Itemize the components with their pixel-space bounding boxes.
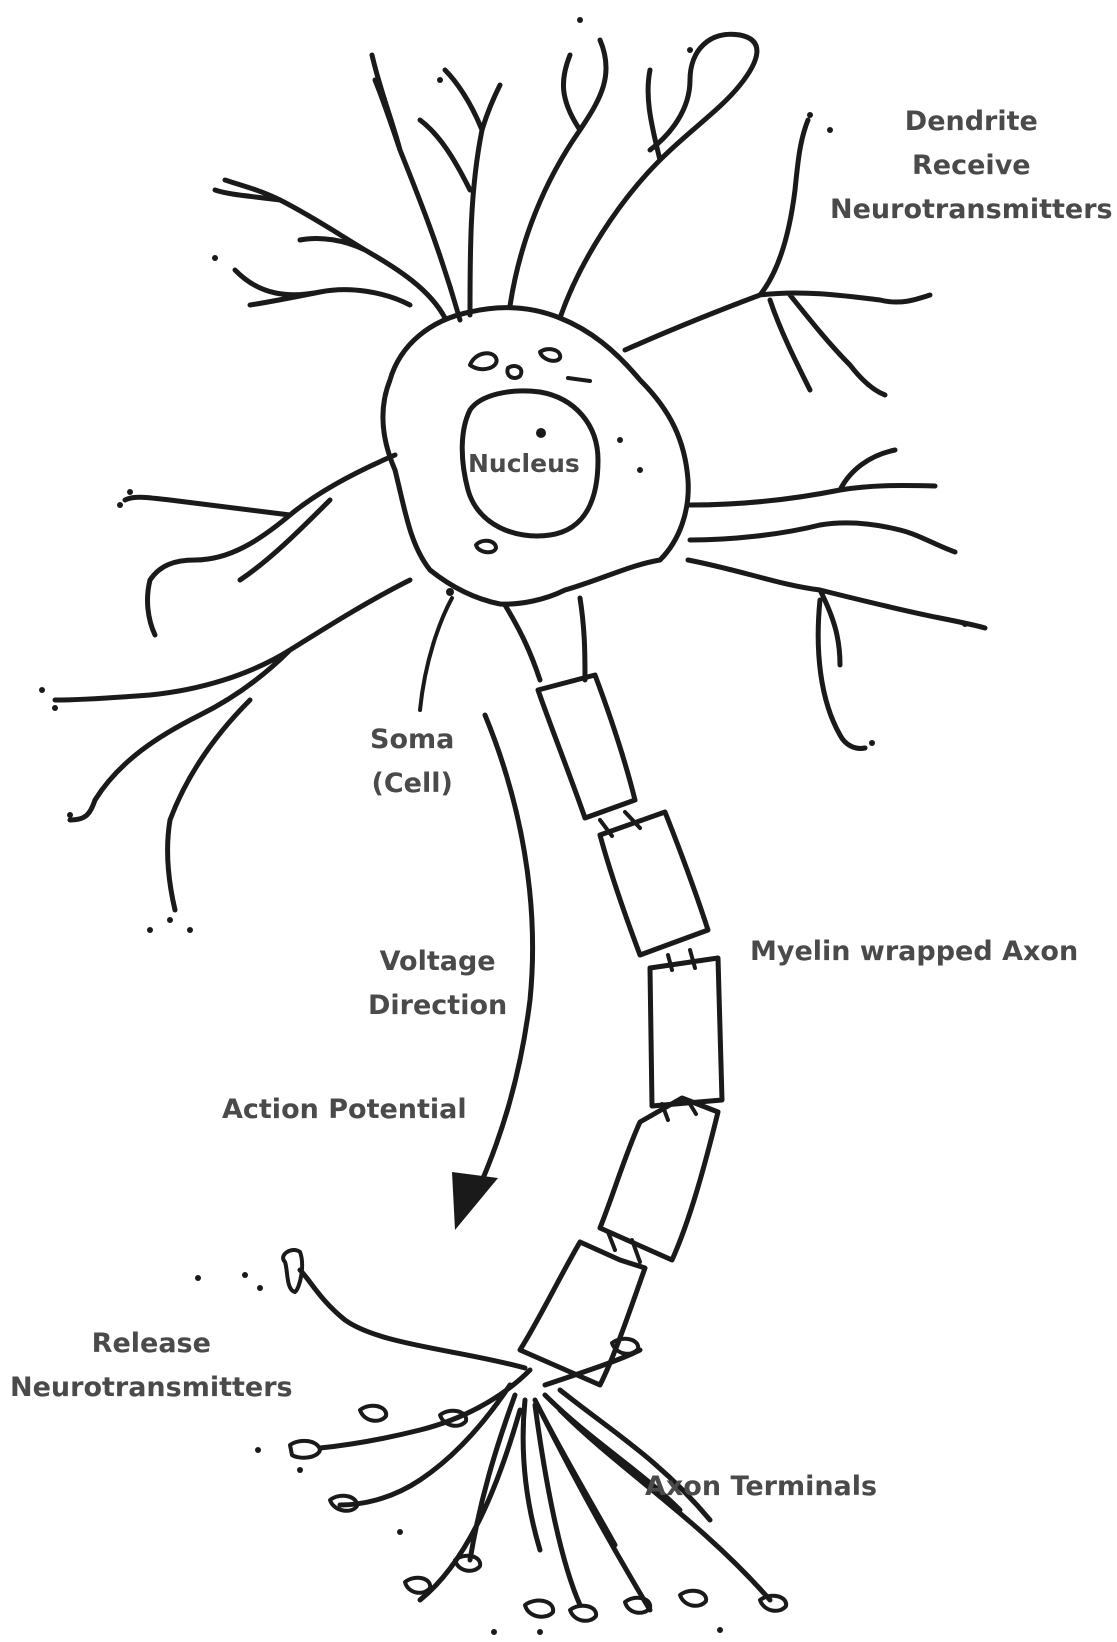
- axon-terminal-bouton-13: [360, 1406, 386, 1421]
- organelle-3: [540, 349, 560, 361]
- myelin-segment-5: [520, 1242, 645, 1385]
- soma-label: Soma (Cell): [370, 718, 454, 806]
- organelle-1: [470, 353, 497, 369]
- axon-hillock: [505, 598, 585, 680]
- myelin-label: Myelin wrapped Axon: [750, 930, 1078, 974]
- dendrite-top-left-2: [372, 55, 500, 320]
- organelle-6: [446, 588, 454, 596]
- release-label-line-2: Neurotransmitters: [10, 1366, 293, 1410]
- release-label-line-1: Release: [10, 1322, 293, 1366]
- nucleus-label: Nucleus: [468, 442, 580, 486]
- axon-terminal-bouton-9: [680, 1591, 706, 1606]
- nucleolus: [536, 428, 546, 438]
- myelin-segment-1: [538, 675, 635, 818]
- axon-terminal-main: [300, 1270, 525, 1368]
- action-potential-label-text: Action Potential: [222, 1094, 467, 1125]
- dendrite-top-center: [510, 34, 757, 318]
- organelle-2: [507, 366, 521, 378]
- voltage-label-line-2: Direction: [368, 984, 507, 1028]
- axon-terminal-bouton-5: [455, 1556, 480, 1571]
- dendrite-label-line-3: Neurotransmitters: [830, 188, 1113, 232]
- soma-label-line-2: (Cell): [370, 762, 454, 806]
- voltage-label-line-1: Voltage: [368, 940, 507, 984]
- organelle-4: [568, 378, 590, 381]
- axon-terminals-label-text: Axon Terminals: [645, 1471, 877, 1502]
- nucleus-label-text: Nucleus: [468, 449, 580, 478]
- dendrite-right-lower: [688, 560, 985, 748]
- axon-terminal-bouton-2: [290, 1441, 320, 1458]
- axon-terminal-bouton-7: [570, 1606, 596, 1621]
- myelin-label-text: Myelin wrapped Axon: [750, 936, 1078, 967]
- dendrite-top-left: [215, 180, 445, 318]
- organelle-5: [476, 541, 496, 553]
- axon-terminals-label: Axon Terminals: [645, 1465, 877, 1509]
- dendrite-label: Dendrite Receive Neurotransmitters: [830, 100, 1113, 232]
- voltage-direction-label: Voltage Direction: [368, 940, 507, 1028]
- dendrite-left-lower: [55, 580, 410, 910]
- dendrite-label-line-1: Dendrite: [830, 100, 1113, 144]
- myelin-segment-2: [600, 812, 708, 955]
- soma-pointer: [420, 598, 452, 710]
- voltage-arrow-head: [452, 1172, 498, 1230]
- axon-terminal-bouton-10: [760, 1596, 786, 1611]
- node-connector-2: [668, 950, 695, 970]
- dendrite-label-line-2: Receive: [830, 144, 1113, 188]
- axon-terminal-bouton-6: [525, 1601, 553, 1617]
- action-potential-label: Action Potential: [222, 1088, 467, 1132]
- myelin-segment-3: [650, 958, 722, 1106]
- soma-label-line-1: Soma: [370, 718, 454, 762]
- release-label: Release Neurotransmitters: [10, 1322, 293, 1410]
- axon-terminal-bouton-4: [405, 1578, 430, 1593]
- myelin-segment-4: [600, 1098, 718, 1260]
- dendrite-right-middle: [690, 450, 955, 552]
